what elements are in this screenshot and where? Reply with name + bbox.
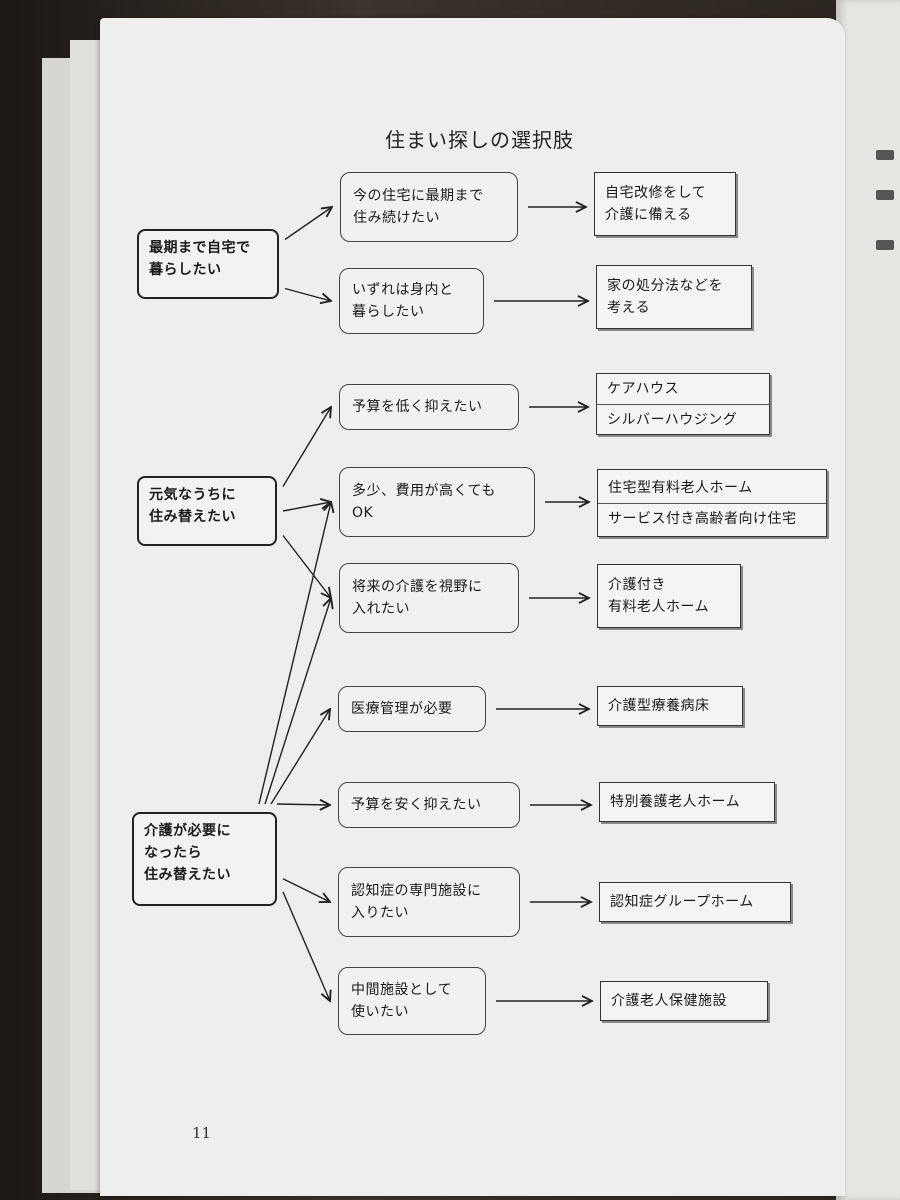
option-box: 中間施設として 使いたい	[338, 967, 486, 1035]
result-box: 認知症グループホーム	[599, 882, 791, 922]
result-label: 認知症グループホーム	[610, 894, 754, 910]
option-label: 中間施設として 使いたい	[351, 982, 453, 1020]
option-box: 今の住宅に最期まで 住み続けたい	[340, 172, 518, 242]
page-number: 11	[192, 1124, 212, 1142]
category-box-move-while-healthy: 元気なうちに 住み替えたい	[137, 476, 277, 546]
next-page-text-fragment	[876, 190, 894, 200]
option-label: 予算を低く抑えたい	[352, 399, 483, 415]
result-box: 特別養護老人ホーム	[599, 782, 775, 822]
result-box: 介護型療養病床	[597, 686, 743, 726]
category-label: 最期まで自宅で 暮らしたい	[149, 240, 251, 278]
result-label: 住宅型有料老人ホーム	[608, 479, 753, 496]
result-label: 特別養護老人ホーム	[610, 794, 741, 810]
option-label: 今の住宅に最期まで 住み続けたい	[353, 188, 484, 226]
option-box: いずれは身内と 暮らしたい	[339, 268, 484, 334]
option-label: 将来の介護を視野に 入れたい	[352, 579, 483, 617]
result-box: 介護老人保健施設	[600, 981, 768, 1021]
option-label: いずれは身内と 暮らしたい	[352, 282, 454, 320]
result-label: サービス付き高齢者向け住宅	[608, 510, 797, 527]
category-box-move-when-care-needed: 介護が必要に なったら 住み替えたい	[132, 812, 277, 906]
option-box: 多少、費用が高くても OK	[339, 467, 535, 537]
next-page-text-fragment	[876, 240, 894, 250]
result-label: 家の処分法などを 考える	[607, 278, 723, 316]
result-box: 自宅改修をして 介護に備える	[594, 172, 736, 236]
option-label: 認知症の専門施設に 入りたい	[351, 883, 482, 921]
result-label: ケアハウス	[607, 380, 679, 397]
result-label: 介護付き 有料老人ホーム	[608, 577, 710, 615]
option-box: 認知症の専門施設に 入りたい	[338, 867, 520, 937]
option-box: 医療管理が必要	[338, 686, 486, 732]
option-box: 予算を安く抑えたい	[338, 782, 520, 828]
page-title: 住まい探しの選択肢	[385, 128, 574, 152]
category-box-stay-home: 最期まで自宅で 暮らしたい	[137, 229, 279, 299]
option-label: 多少、費用が高くても OK	[352, 483, 496, 521]
next-page-text-fragment	[876, 150, 894, 160]
category-label: 元気なうちに 住み替えたい	[149, 487, 236, 525]
next-page-edge	[836, 0, 900, 1200]
result-label: 自宅改修をして 介護に備える	[605, 185, 707, 223]
result-box: 住宅型有料老人ホーム サービス付き高齢者向け住宅	[597, 469, 827, 537]
result-label: 介護老人保健施設	[611, 993, 727, 1009]
result-divider	[598, 502, 826, 504]
result-label: シルバーハウジング	[607, 411, 738, 428]
option-label: 医療管理が必要	[351, 701, 453, 717]
result-box: 介護付き 有料老人ホーム	[597, 564, 741, 628]
option-box: 予算を低く抑えたい	[339, 384, 519, 430]
option-label: 予算を安く抑えたい	[351, 797, 482, 813]
result-box: 家の処分法などを 考える	[596, 265, 752, 329]
result-box: ケアハウス シルバーハウジング	[596, 373, 770, 435]
result-divider	[597, 403, 769, 405]
result-label: 介護型療養病床	[608, 698, 710, 714]
option-box: 将来の介護を視野に 入れたい	[339, 563, 519, 633]
category-label: 介護が必要に なったら 住み替えたい	[144, 823, 231, 883]
